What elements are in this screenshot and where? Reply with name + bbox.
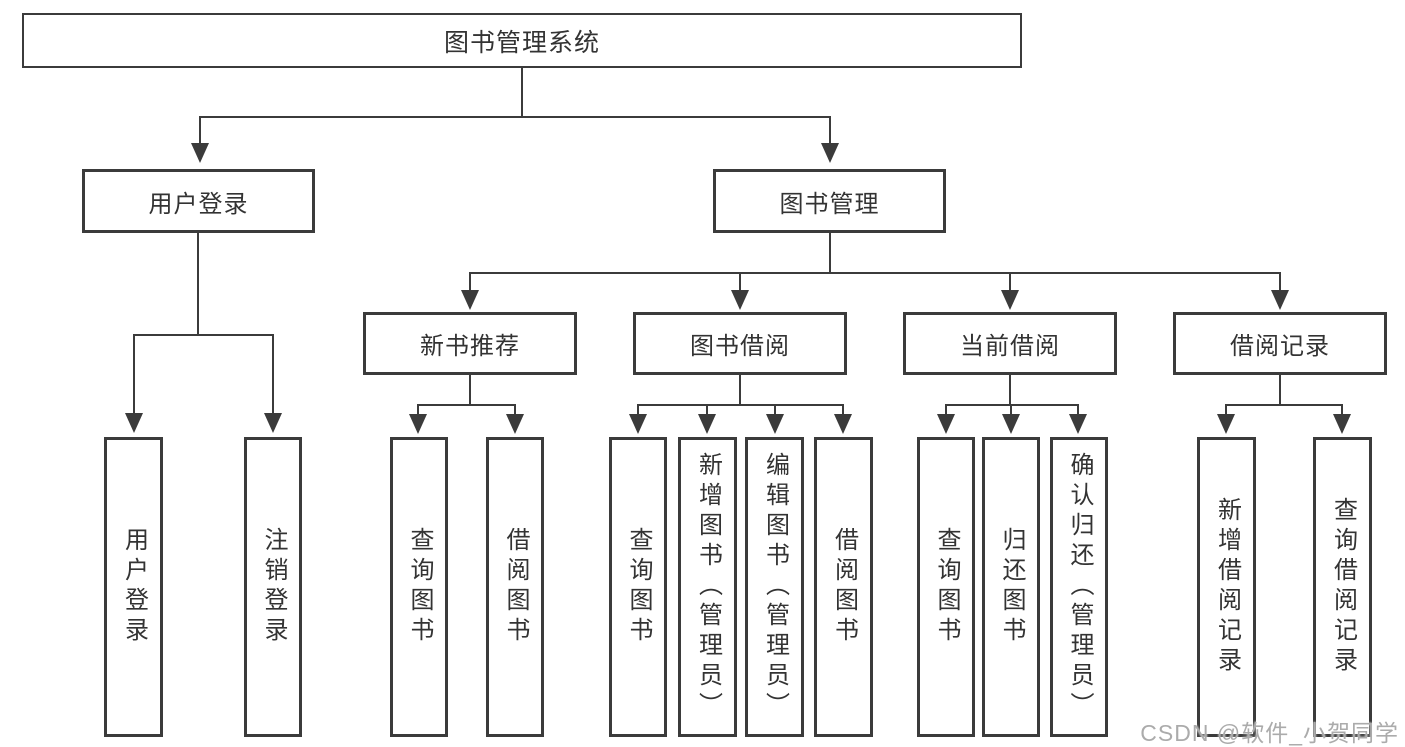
connector-line [417, 404, 516, 406]
node-user-login-label: 用户登录 [148, 190, 249, 218]
arrowhead-down [1001, 290, 1019, 310]
connector-line [1009, 272, 1011, 292]
connector-line [637, 404, 639, 416]
node-borrow-records-label: 借阅记录 [1230, 333, 1330, 360]
leaf-add-borrow-record: 新增借阅记录 [1197, 437, 1256, 737]
leaf-logout-label: 注销登录 [260, 527, 287, 647]
node-new-book-recommend-label: 新书推荐 [420, 333, 520, 360]
csdn-watermark: CSDN @软件_小贺同学 [1140, 720, 1399, 746]
leaf-edit-books-admin-label: 编辑图书（管理员） [761, 452, 789, 722]
leaf-confirm-return-admin: 确认归还（管理员） [1050, 437, 1108, 737]
node-book-borrow-label: 图书借阅 [690, 333, 790, 360]
leaf-borrow-books-1-label: 借阅图书 [502, 527, 529, 647]
connector-line [469, 375, 471, 406]
arrowhead-down [731, 290, 749, 310]
arrowhead-down [461, 290, 479, 310]
arrowhead-down [125, 413, 143, 433]
node-new-book-recommend: 新书推荐 [363, 312, 577, 375]
connector-line [417, 404, 419, 416]
leaf-user-login-label: 用户登录 [120, 527, 148, 647]
connector-line [637, 404, 844, 406]
leaf-add-books-admin: 新增图书（管理员） [678, 437, 737, 737]
arrowhead-down [1002, 414, 1020, 434]
leaf-query-books-1-label: 查询图书 [406, 527, 433, 647]
arrowhead-down [1217, 414, 1235, 434]
connector-line [1010, 404, 1012, 416]
leaf-query-books-2-label: 查询图书 [625, 527, 652, 647]
arrowhead-down [506, 414, 524, 434]
connector-line [842, 404, 844, 416]
arrowhead-down [698, 414, 716, 434]
node-borrow-records: 借阅记录 [1173, 312, 1387, 375]
arrowhead-down [1333, 414, 1351, 434]
connector-line [1279, 375, 1281, 406]
node-book-management-label: 图书管理 [779, 190, 880, 218]
arrowhead-down [821, 143, 839, 163]
connector-line [774, 404, 776, 416]
connector-line [272, 334, 274, 415]
node-current-borrow-label: 当前借阅 [960, 333, 1060, 360]
node-book-borrow: 图书借阅 [633, 312, 847, 375]
connector-line [945, 404, 947, 416]
connector-line [133, 334, 274, 336]
leaf-query-borrow-record: 查询借阅记录 [1313, 437, 1372, 737]
arrowhead-down [937, 414, 955, 434]
leaf-query-books-3-label: 查询图书 [933, 527, 960, 647]
arrowhead-down [629, 414, 647, 434]
connector-line [133, 334, 135, 415]
connector-line [521, 67, 523, 117]
connector-line [199, 116, 831, 118]
connector-line [1341, 404, 1343, 416]
leaf-query-borrow-record-label: 查询借阅记录 [1329, 497, 1357, 677]
leaf-borrow-books-2: 借阅图书 [814, 437, 873, 737]
connector-line [739, 375, 741, 406]
leaf-return-books-label: 归还图书 [998, 527, 1025, 647]
leaf-query-books-1: 查询图书 [390, 437, 448, 737]
leaf-return-books: 归还图书 [982, 437, 1040, 737]
leaf-borrow-books-1: 借阅图书 [486, 437, 544, 737]
connector-line [1077, 404, 1079, 416]
connector-line [469, 272, 1281, 274]
arrowhead-down [1069, 414, 1087, 434]
node-book-management: 图书管理 [713, 169, 946, 233]
arrowhead-down [1271, 290, 1289, 310]
connector-line [514, 404, 516, 416]
arrowhead-down [264, 413, 282, 433]
leaf-add-books-admin-label: 新增图书（管理员） [694, 452, 722, 722]
arrowhead-down [834, 414, 852, 434]
leaf-user-login: 用户登录 [104, 437, 163, 737]
arrowhead-down [409, 414, 427, 434]
node-user-login: 用户登录 [82, 169, 315, 233]
connector-line [1225, 404, 1227, 416]
leaf-edit-books-admin: 编辑图书（管理员） [745, 437, 804, 737]
connector-line [1279, 272, 1281, 292]
node-current-borrow: 当前借阅 [903, 312, 1117, 375]
leaf-borrow-books-2-label: 借阅图书 [830, 527, 858, 647]
connector-line [829, 116, 831, 146]
connector-line [1009, 375, 1011, 406]
leaf-confirm-return-admin-label: 确认归还（管理员） [1066, 452, 1093, 722]
leaf-logout: 注销登录 [244, 437, 302, 737]
connector-line [829, 233, 831, 273]
leaf-add-borrow-record-label: 新增借阅记录 [1213, 497, 1241, 677]
arrowhead-down [191, 143, 209, 163]
leaf-query-books-3: 查询图书 [917, 437, 975, 737]
node-root-label: 图书管理系统 [443, 28, 600, 57]
node-root: 图书管理系统 [22, 13, 1022, 68]
connector-line [739, 272, 741, 292]
connector-line [706, 404, 708, 416]
connector-line [469, 272, 471, 292]
arrowhead-down [766, 414, 784, 434]
leaf-query-books-2: 查询图书 [609, 437, 667, 737]
connector-line [945, 404, 1079, 406]
connector-line [199, 116, 201, 146]
connector-line [1225, 404, 1343, 406]
connector-line [197, 233, 199, 335]
